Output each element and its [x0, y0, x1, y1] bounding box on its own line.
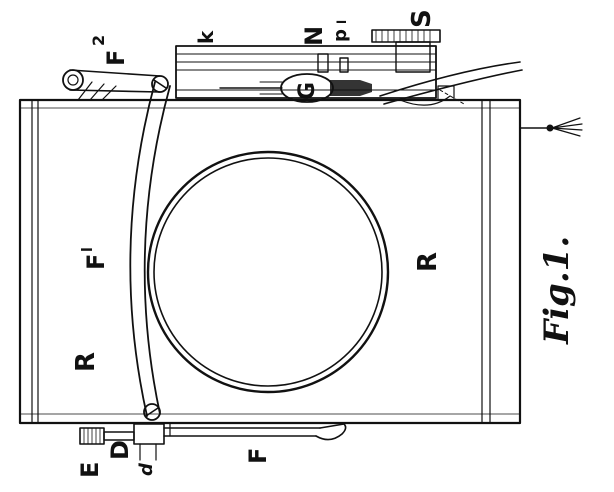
top-mechanism [62, 29, 523, 106]
label-f2: F [102, 50, 130, 66]
label-r-left: R [71, 352, 101, 372]
label-s: S [407, 9, 437, 28]
figure-caption: Fig.1. [537, 236, 577, 345]
label-k: k [194, 30, 218, 44]
label-r-right: R [413, 252, 443, 272]
circular-aperture [146, 150, 390, 394]
label-n: N [300, 26, 328, 46]
reference-labels: F 2 k N p l S G F l R R E D d F Fig.1. [71, 9, 577, 478]
label-f1: F [82, 254, 110, 270]
label-f-bottom: F [244, 448, 272, 464]
label-f1-superscript: l [80, 247, 96, 252]
label-d: D [106, 440, 134, 460]
label-p1-superscript: l [335, 20, 349, 24]
label-d-lower: d [136, 462, 157, 476]
bottom-mechanism [79, 423, 347, 461]
right-cord [519, 117, 583, 137]
housing [18, 98, 522, 425]
label-e: E [76, 462, 104, 478]
label-p1: p [330, 29, 351, 42]
label-g: G [295, 82, 320, 100]
label-f2-superscript: 2 [89, 35, 108, 46]
